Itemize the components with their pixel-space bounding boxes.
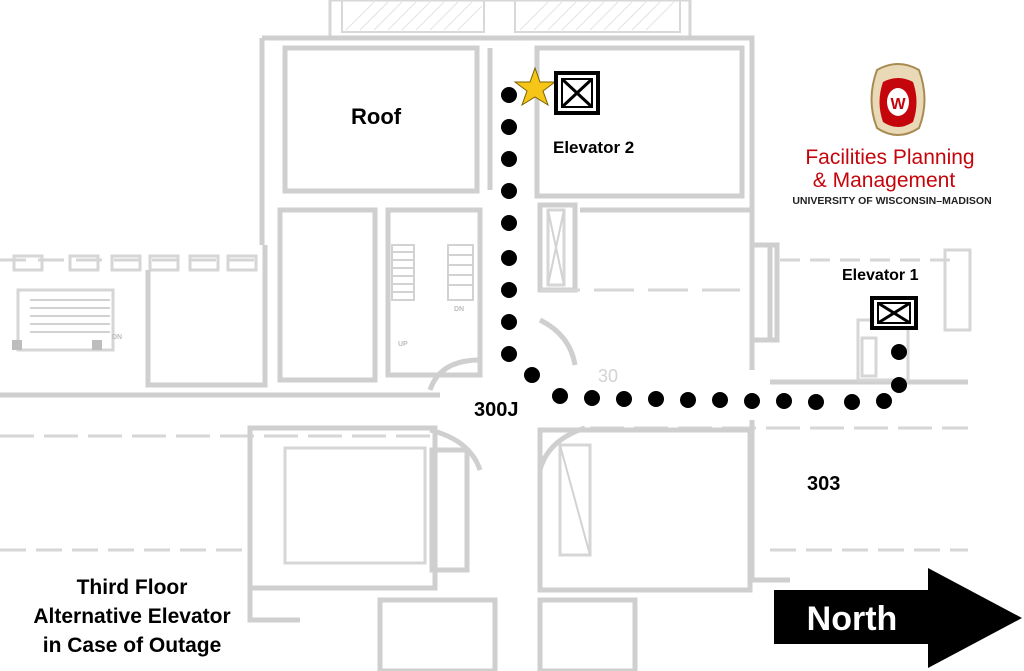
route-dot (501, 183, 517, 199)
caption-line-3: in Case of Outage (43, 634, 222, 657)
uw-crest-icon: W (870, 63, 926, 136)
route-dot (501, 346, 517, 362)
dn-label-left: DN (112, 334, 122, 341)
route-dot (648, 391, 664, 407)
elevator-1-icon (870, 296, 918, 330)
fpm-logo: W Facilities Planning & Management UNIVE… (792, 63, 992, 207)
faint-room-number: 30 (598, 366, 618, 386)
caption-line-1: Third Floor (77, 576, 188, 599)
roof-label: Roof (351, 104, 402, 129)
room-300j-label: 300J (474, 399, 519, 421)
north-label: North (807, 600, 898, 638)
dn-label: DN (454, 306, 464, 313)
route-dot (552, 388, 568, 404)
route-dot (501, 314, 517, 330)
map-caption: Third Floor Alternative Elevator in Case… (33, 576, 230, 657)
logo-line-2: & Management (813, 169, 956, 192)
caption-line-2: Alternative Elevator (33, 605, 230, 628)
route-dot (616, 391, 632, 407)
route-dot (876, 393, 892, 409)
logo-line-1: Facilities Planning (805, 146, 974, 169)
elevator-2-icon (554, 71, 600, 115)
elevator-1-label: Elevator 1 (842, 267, 919, 284)
route-dot (776, 393, 792, 409)
route-dot (891, 344, 907, 360)
route-dot (501, 250, 517, 266)
route-dot (501, 87, 517, 103)
route-path (501, 87, 907, 410)
route-dot (501, 215, 517, 231)
route-dot (744, 393, 760, 409)
room-303-label: 303 (807, 473, 840, 495)
building-walls (0, 0, 972, 671)
stairwell (391, 244, 474, 301)
logo-line-3: UNIVERSITY OF WISCONSIN–MADISON (792, 195, 991, 207)
route-dot (844, 394, 860, 410)
route-dot (891, 377, 907, 393)
up-label: UP (398, 341, 408, 348)
crest-letter: W (890, 96, 906, 113)
route-dot (501, 119, 517, 135)
route-dot (808, 394, 824, 410)
route-dot (584, 390, 600, 406)
route-dot (712, 392, 728, 408)
route-dot (524, 367, 540, 383)
elevator-2-label: Elevator 2 (553, 138, 634, 157)
star-marker-icon (513, 66, 557, 107)
route-dot (501, 151, 517, 167)
route-dot (501, 282, 517, 298)
route-dot (680, 392, 696, 408)
north-arrow-icon: North (774, 568, 1022, 668)
